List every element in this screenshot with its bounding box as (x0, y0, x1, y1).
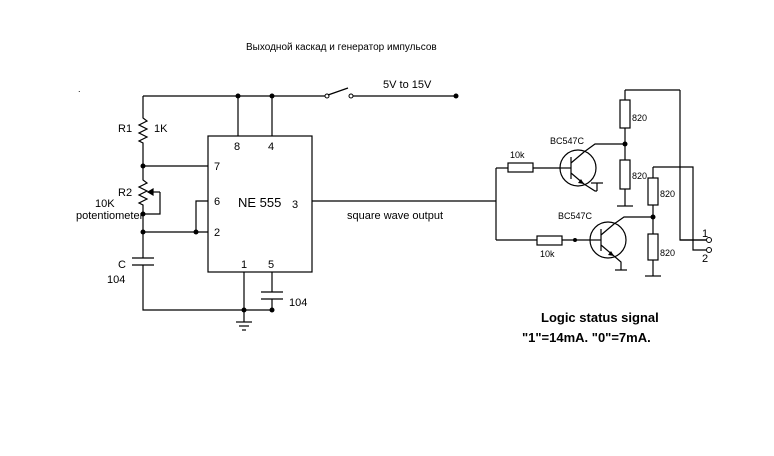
pin-6-label: 6 (214, 196, 220, 208)
pin-1-label: 1 (241, 259, 247, 271)
potentiometer-r2 (137, 166, 161, 232)
resistor-re1 (617, 159, 633, 207)
resistor-rc1 (619, 89, 680, 160)
ground-wire (236, 272, 252, 331)
supply-rail (143, 87, 459, 136)
capacitor-pin5 (244, 272, 283, 313)
c5-value-label: 104 (289, 297, 307, 309)
pin-2-label: 2 (214, 227, 220, 239)
c-ref-label: C (118, 259, 126, 271)
pin-3-label: 3 (292, 199, 298, 211)
rb2-value-label: 10k (540, 249, 555, 259)
supply-voltage-label: 5V to 15V (383, 79, 432, 91)
rc2-value-label: 820 (660, 189, 675, 199)
c-value-label: 104 (107, 274, 125, 286)
pin-7-label: 7 (214, 161, 220, 173)
stray-mark: . (78, 84, 81, 94)
rc1-value-label: 820 (632, 113, 647, 123)
r2-ref-label: R2 (118, 187, 132, 199)
resistor-r1 (137, 96, 149, 166)
output-terminal-1[interactable] (706, 237, 712, 243)
capacitor-c (132, 232, 244, 311)
rb1-value-label: 10k (510, 150, 525, 160)
pin-4-label: 4 (268, 141, 274, 153)
supply-terminal (453, 93, 459, 99)
r2-type-label: potentiometer (76, 210, 144, 222)
terminal-2-label: 2 (702, 253, 708, 265)
diagram-title: Выходной каскад и генератор импульсов (246, 42, 437, 53)
ne555-chip (207, 135, 313, 273)
transistor-t1 (559, 143, 625, 192)
terminal-1-label: 1 (702, 228, 708, 240)
pin-8-label: 8 (234, 141, 240, 153)
transistor-t2 (589, 216, 653, 270)
resistor-rb1 (507, 162, 560, 173)
logic-note-line1: Logic status signal (541, 310, 659, 325)
r1-ref-label: R1 (118, 123, 132, 135)
pin-5-label: 5 (268, 259, 274, 271)
switch-contact-left (324, 93, 330, 99)
output-terminal-2[interactable] (706, 247, 712, 253)
pin6-wire (195, 200, 208, 232)
re1-value-label: 820 (632, 171, 647, 181)
ic-name: NE 555 (238, 195, 281, 210)
output-label: square wave output (347, 210, 443, 222)
t2-model-label: BC547C (558, 211, 593, 221)
logic-note-line2: "1"=14mA. "0"=7mA. (522, 330, 651, 345)
power-switch (327, 87, 349, 96)
r1-value-label: 1K (154, 123, 168, 135)
switch-contact-right (348, 93, 354, 99)
r2-value-label: 10K (95, 198, 115, 210)
resistor-rb2 (536, 235, 590, 246)
t1-model-label: BC547C (550, 136, 585, 146)
resistor-re2 (645, 233, 661, 277)
re2-value-label: 820 (660, 248, 675, 258)
